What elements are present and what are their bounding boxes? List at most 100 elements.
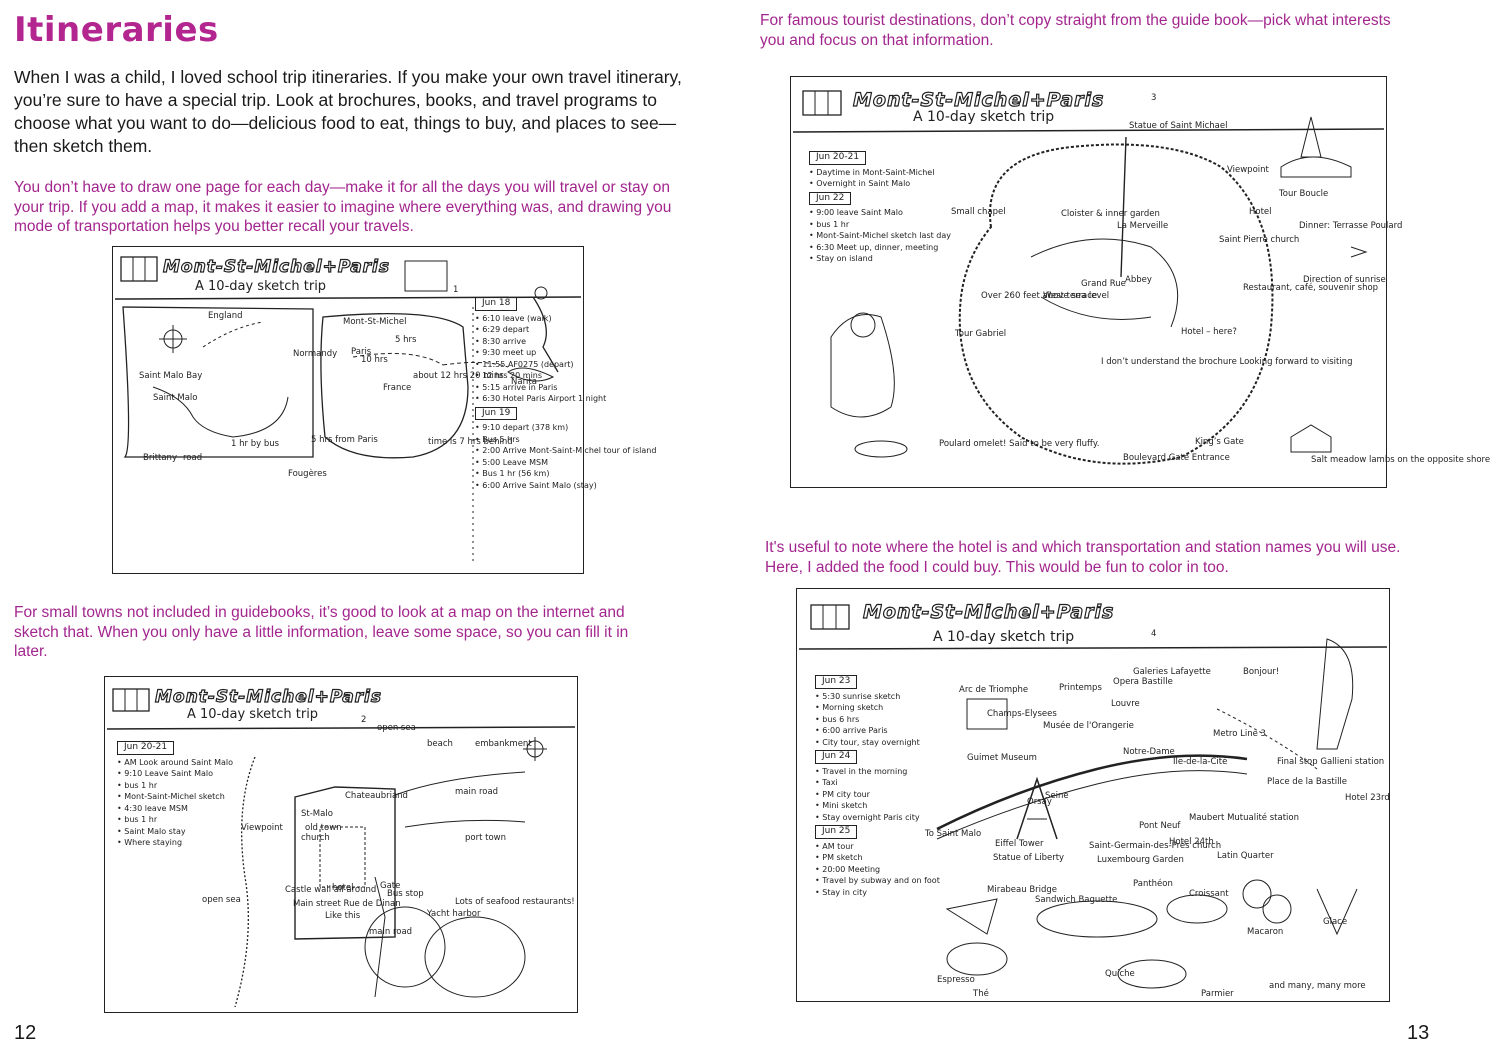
schedule-entry: • Overnight in Saint Malo <box>809 179 911 188</box>
schedule-entry: • 9:10 Leave Saint Malo <box>117 769 213 778</box>
sketch-number: 4 <box>1151 629 1157 639</box>
sketch-lines <box>798 604 1388 989</box>
schedule-entry: • AM tour <box>815 841 854 851</box>
sketch-schedule: Jun 20-21 • Daytime in Mont-Saint-Michel •… <box>809 149 951 265</box>
map-label: I don’t understand the brochure Looking … <box>1101 357 1353 367</box>
sketch-paris: Mont-St-Michel+Paris A 10-day sketch tri… <box>796 588 1390 1002</box>
schedule-entry: • PM city tour <box>815 789 870 799</box>
map-label: Quiche <box>1105 969 1135 979</box>
map-label: Luxembourg Garden <box>1097 855 1184 865</box>
schedule-entry: • Stay on island <box>809 254 873 263</box>
map-label: Cloister & inner garden <box>1061 209 1160 219</box>
sketch-schedule: Jun 23• 5:30 sunrise sketch• Morning ske… <box>815 673 940 898</box>
map-label: Small chapel <box>951 207 1006 217</box>
map-label: Parmier <box>1201 989 1234 999</box>
schedule-entry: • Stay overnight Paris city <box>815 812 920 822</box>
schedule-entry: • PM sketch <box>815 853 863 862</box>
map-label: Pont Neuf <box>1139 821 1181 831</box>
schedule-entry: • 6:00 arrive Paris <box>815 726 888 735</box>
map-label: time is 7 hrs behind <box>428 437 513 447</box>
map-label: La Merveille <box>1117 221 1169 231</box>
schedule-entry: • Bus 5 hrs <box>475 434 520 444</box>
sketch-heading: Mont-St-Michel+Paris <box>162 256 391 277</box>
map-label: Dinner: Terrasse Poulard <box>1299 221 1403 231</box>
schedule-entry: • 5:30 sunrise sketch <box>815 691 901 701</box>
map-label: Guimet Museum <box>967 753 1037 763</box>
map-label: Metro Line 3 <box>1213 729 1266 739</box>
map-label: open sea <box>377 723 416 733</box>
schedule-entry: • 6:30 Meet up, dinner, meeting <box>809 242 939 252</box>
map-label: Hotel – here? <box>1181 327 1237 337</box>
map-label: Tour Gabriel <box>955 329 1007 339</box>
schedule-date: Jun 24 <box>815 750 858 764</box>
map-label: Yacht harbor <box>427 909 481 919</box>
schedule-date: Jun 23 <box>815 675 858 689</box>
map-label: Saint Malo <box>153 393 198 403</box>
caption-daily: You don’t have to draw one page for each… <box>14 179 672 235</box>
map-label: Ile-de-la-Cité <box>1173 757 1228 767</box>
map-label: and many, many more <box>1269 981 1366 991</box>
map-label: Brittany <box>143 453 177 463</box>
map-label: open sea <box>202 895 241 905</box>
map-label: Musée de l'Orangerie <box>1043 721 1134 731</box>
schedule-date: Jun 18 <box>475 297 518 311</box>
sketch-heading: Mont-St-Michel+Paris <box>852 88 1105 111</box>
schedule-entry: • Stay in city <box>815 887 867 897</box>
schedule-entry: • bus 1 hr <box>117 815 158 824</box>
schedule-entry: • Daytime in Mont-Saint-Michel <box>809 167 935 177</box>
map-label: Statue of Saint Michael <box>1129 121 1228 131</box>
sketch-heading: Mont-St-Michel+Paris <box>154 686 383 707</box>
map-label: Macaron <box>1247 927 1284 937</box>
map-label: Louvre <box>1111 699 1140 709</box>
map-label: To Saint Malo <box>925 829 982 839</box>
map-label: Notre-Dame <box>1123 747 1175 757</box>
sketch-number: 2 <box>361 715 367 725</box>
map-label: Statue of Liberty <box>993 853 1065 863</box>
page-title: Itineraries <box>14 10 219 50</box>
map-label: Bonjour! <box>1243 667 1280 677</box>
map-label: Over 260 feet above sea level <box>981 291 1110 301</box>
schedule-date: Jun 20-21 <box>809 151 867 165</box>
schedule-date: Jun 19 <box>475 406 518 420</box>
map-label: Gate <box>380 881 401 891</box>
map-label: Lots of seafood restaurants! <box>455 897 575 907</box>
map-label: Viewpoint <box>1227 165 1269 175</box>
caption-hotel: It's useful to note where the hotel is a… <box>765 539 1401 576</box>
map-label: main road <box>455 787 499 797</box>
map-label: main road <box>369 927 413 937</box>
schedule-entry: • 2:00 Arrive Mont-Saint-Michel tour of … <box>475 446 657 455</box>
map-label: Espresso <box>937 975 975 985</box>
map-label: Opera Bastille <box>1113 677 1173 687</box>
schedule-entry: • 11:55 AF0275 (depart) <box>475 359 574 369</box>
map-label: 5 hrs <box>395 335 417 345</box>
schedule-entry: • Travel by subway and on foot <box>815 876 940 885</box>
page-number-left: 12 <box>14 1022 37 1044</box>
map-label: West terrace <box>1043 291 1098 301</box>
schedule-entry: • bus 6 hrs <box>815 714 860 724</box>
schedule-entry: • Where staying <box>117 838 183 847</box>
sketch-subtitle: A 10-day sketch trip <box>195 279 327 294</box>
caption-famous: For famous tourist destinations, don’t c… <box>760 12 1391 49</box>
sketch-number: 1 <box>453 285 459 295</box>
page-number-right: 13 <box>1407 1022 1430 1044</box>
map-label: Mirabeau Bridge <box>987 885 1058 895</box>
schedule-entry: • 6:00 Arrive Saint Malo (stay) <box>475 480 597 490</box>
map-label: Main street Rue de Dinan <box>293 899 401 909</box>
map-label: Grand Rue <box>1081 279 1126 289</box>
map-label: Paris <box>351 347 372 357</box>
map-label: Salt meadow lambs on the opposite shore <box>1311 455 1490 465</box>
map-label: Fougères <box>288 469 327 479</box>
sketch-subtitle: A 10-day sketch trip <box>933 629 1075 645</box>
schedule-entry: • Mont-Saint-Michel sketch last day <box>809 231 952 240</box>
schedule-entry: • Travel in the morning <box>815 766 908 776</box>
map-label: Bus stop <box>387 889 424 899</box>
schedule-entry: • bus 1 hr <box>117 780 158 790</box>
schedule-entry: • 12 hrs 20 mins <box>475 371 543 380</box>
map-label: Maubert Mutualité station <box>1189 813 1299 823</box>
map-label: old town <box>305 823 342 833</box>
map-label: King’s Gate <box>1195 437 1244 447</box>
map-label: Champs-Elysees <box>987 709 1057 719</box>
caption-small-towns: For small towns not included in guideboo… <box>14 604 629 660</box>
map-label: about 12 hrs 20 mins <box>413 371 504 381</box>
schedule-entry: • 6:30 Hotel Paris Airport 1 night <box>475 394 607 403</box>
